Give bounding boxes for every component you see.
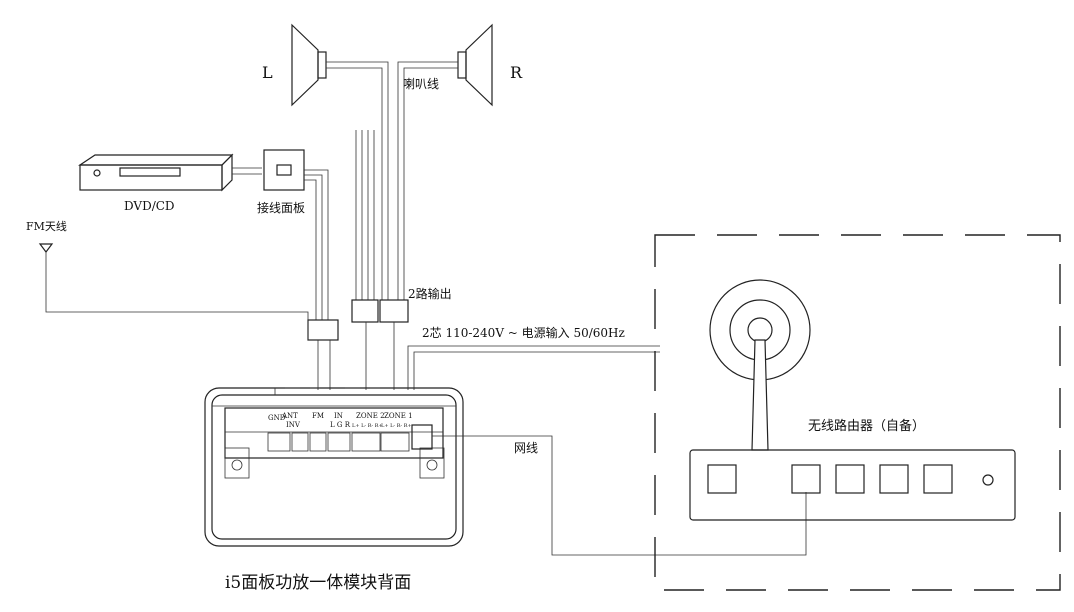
terminal-gnd: GND <box>268 414 286 422</box>
speaker-right-label: R <box>510 63 523 82</box>
speaker-right <box>457 23 493 107</box>
router-label: 无线路由器（自备） <box>808 418 925 434</box>
network-cable-label: 网线 <box>514 441 538 455</box>
power-input-label: 2芯 110-240V ~ 电源输入 50/60Hz <box>422 325 625 340</box>
speaker-wires <box>326 61 458 390</box>
module-caption: i5面板功放一体模块背面 <box>225 573 411 593</box>
terminal-fm: FM <box>312 412 324 420</box>
terminal-zone1: ZONE 1 <box>384 412 413 420</box>
router-area-frame <box>654 234 1061 591</box>
power-cable <box>407 345 660 390</box>
terminal-blocks <box>267 424 433 452</box>
wireless-router <box>689 339 1016 521</box>
network-cable <box>432 435 807 556</box>
speaker-left-label: L <box>262 63 273 82</box>
dvd-player <box>78 153 262 192</box>
speaker-wire-label: 喇叭线 <box>403 76 439 91</box>
fm-antenna-label: FM天线 <box>26 219 67 233</box>
wall-panel <box>263 149 339 341</box>
fm-antenna <box>38 243 331 390</box>
wall-panel-label: 接线面板 <box>257 200 305 215</box>
terminal-zone2-pins: L+ L- R- R+ <box>352 423 383 429</box>
terminal-inv: INV <box>286 421 301 429</box>
terminal-ant: ANT <box>281 412 298 420</box>
amplifier-module: GND ANT INV FM IN L G R ZONE 2 L+ L- R- … <box>204 387 464 547</box>
terminal-zone2: ZONE 2 <box>356 412 385 420</box>
dvd-label: DVD/CD <box>124 199 175 213</box>
speaker-left <box>291 23 327 107</box>
two-way-output-label: 2路输出 <box>408 286 452 301</box>
terminal-in: IN <box>334 412 343 420</box>
terminal-in-pins: L G R <box>330 421 351 429</box>
terminal-zone1-pins: L+ L- R- R+ <box>381 423 412 429</box>
